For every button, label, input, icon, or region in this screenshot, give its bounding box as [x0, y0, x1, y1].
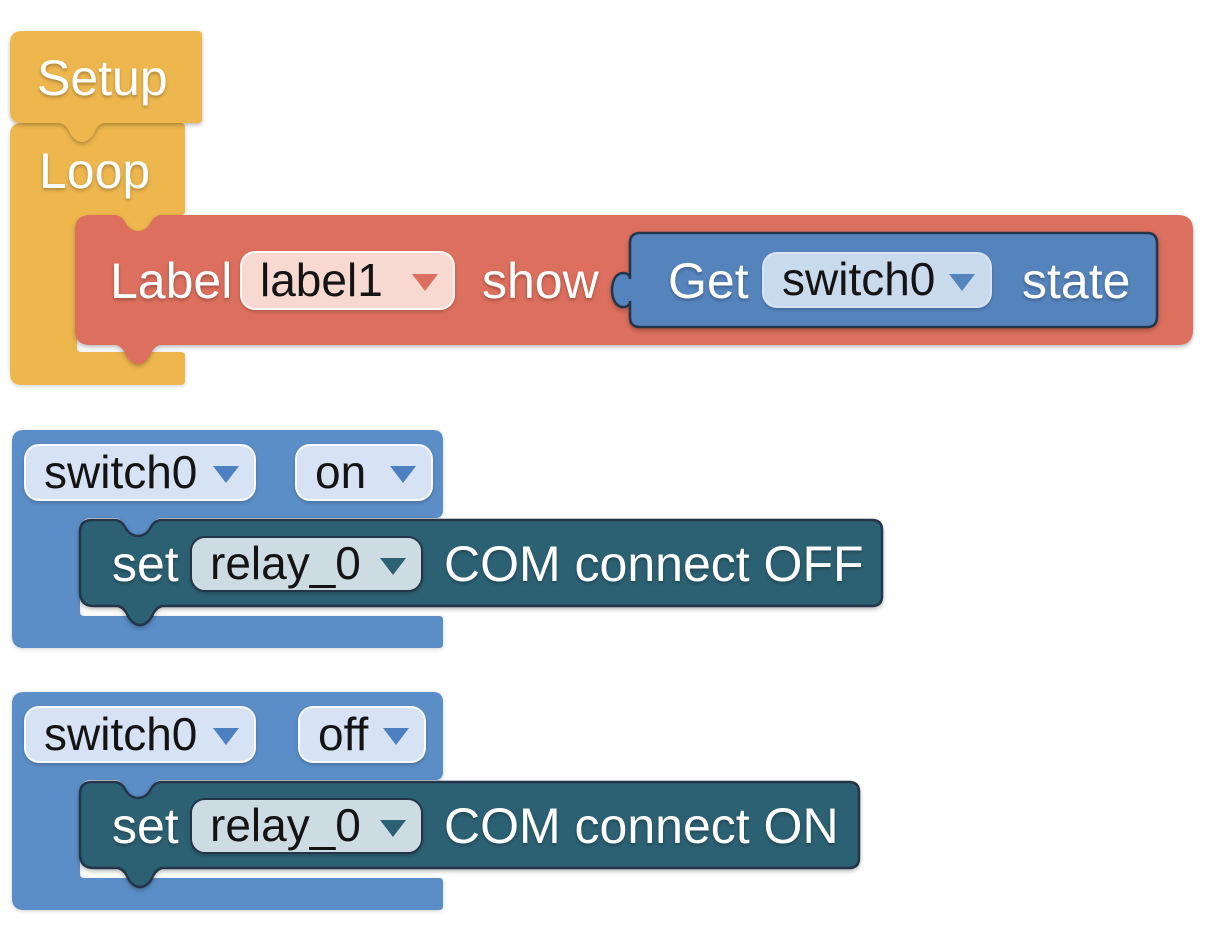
loop-block[interactable]: [10, 123, 185, 405]
dropdown-arrow-icon: [390, 466, 416, 483]
event-state-dropdown[interactable]: on: [295, 444, 433, 501]
event-switch-dropdown-value: switch0: [44, 445, 198, 498]
event-state-dropdown-value: off: [318, 707, 369, 760]
label-show-prefix: Label: [110, 253, 233, 309]
loop-block-label: Loop: [39, 143, 151, 199]
dropdown-arrow-icon: [380, 557, 406, 575]
dropdown-arrow-icon: [380, 819, 406, 837]
get-state-prefix: Get: [668, 253, 749, 309]
event-switch-dropdown[interactable]: switch0: [24, 706, 256, 763]
event-state-dropdown[interactable]: off: [298, 706, 426, 763]
relay-dropdown[interactable]: relay_0: [190, 536, 423, 592]
relay-dropdown-value: relay_0: [210, 799, 361, 851]
set-relay-prefix: set: [112, 798, 179, 854]
dropdown-arrow-icon: [949, 273, 976, 291]
set-relay-prefix: set: [112, 536, 179, 592]
setup-block-label: Setup: [37, 50, 168, 106]
dropdown-arrow-icon: [383, 728, 409, 745]
label-dropdown-value: label1: [260, 253, 383, 306]
dropdown-arrow-icon: [213, 466, 239, 483]
relay-dropdown-value: relay_0: [210, 537, 361, 589]
relay-dropdown[interactable]: relay_0: [190, 798, 423, 854]
label-dropdown[interactable]: label1: [240, 251, 455, 310]
get-switch-dropdown[interactable]: switch0: [762, 252, 992, 308]
setup-block[interactable]: [10, 31, 202, 146]
get-switch-dropdown-value: switch0: [782, 253, 936, 305]
set-relay-suffix: COM connect OFF: [444, 536, 864, 592]
dropdown-arrow-icon: [412, 274, 438, 291]
dropdown-arrow-icon: [213, 728, 239, 745]
set-relay-suffix: COM connect ON: [444, 798, 839, 854]
label-show-suffix: show: [482, 253, 599, 309]
get-state-suffix: state: [1022, 253, 1131, 309]
event-switch-dropdown[interactable]: switch0: [24, 444, 256, 501]
event-switch-dropdown-value: switch0: [44, 707, 198, 760]
event-state-dropdown-value: on: [315, 445, 367, 498]
